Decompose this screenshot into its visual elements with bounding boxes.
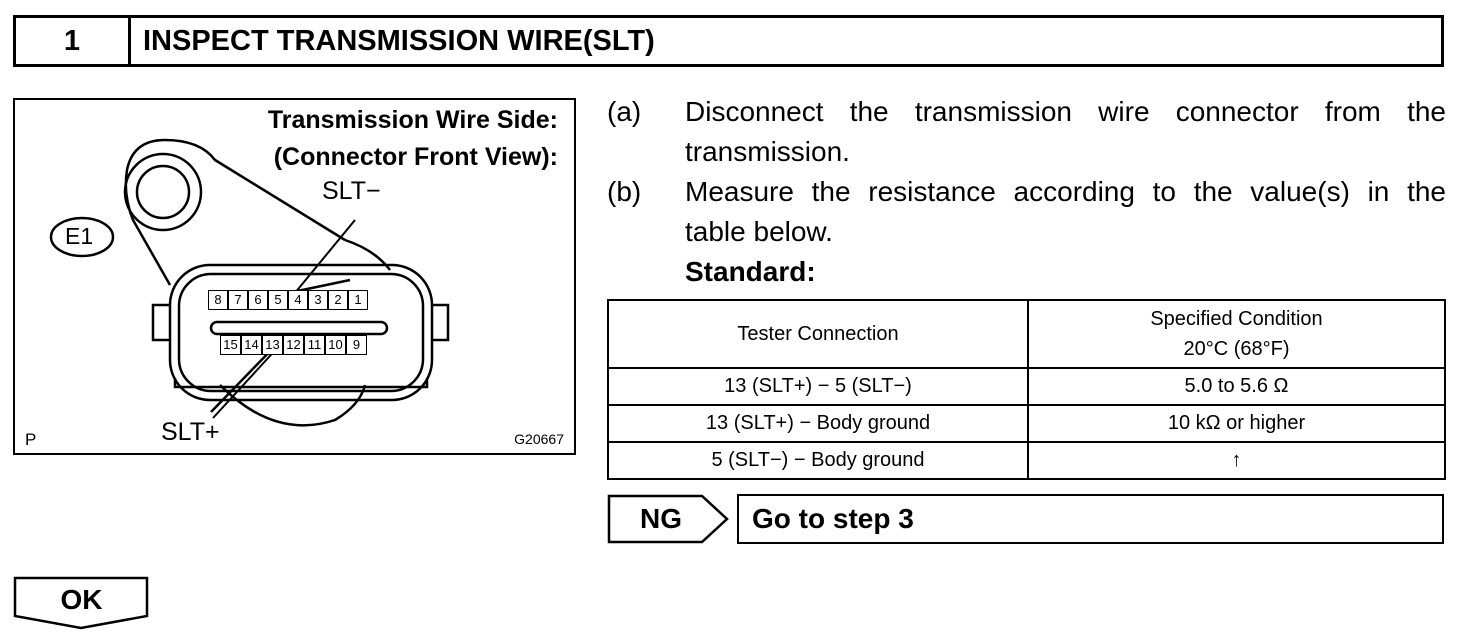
standard-label: Standard: xyxy=(685,256,816,287)
connector-pin: 15 xyxy=(220,335,241,355)
instruction-b-label: (b) xyxy=(607,176,642,207)
table-cell: 5 (SLT−) − Body ground xyxy=(607,441,1029,480)
instructions: (a) Disconnect the transmission wire con… xyxy=(607,92,1446,292)
connector-pin: 14 xyxy=(241,335,262,355)
connector-pin: 2 xyxy=(328,290,348,310)
connector-pin: 12 xyxy=(283,335,304,355)
connector-pin: 1 xyxy=(348,290,368,310)
table-row: 13 (SLT+) − 5 (SLT−) 5.0 to 5.6 Ω xyxy=(607,367,1446,406)
table-cell: 10 kΩ or higher xyxy=(1027,404,1446,443)
table-cell: 13 (SLT+) − 5 (SLT−) xyxy=(607,367,1029,406)
header-tester-connection: Tester Connection xyxy=(737,323,899,345)
connector-pin: 7 xyxy=(228,290,248,310)
connector-pin: 11 xyxy=(304,335,325,355)
ok-arrow-shape xyxy=(13,576,149,630)
connector-figure: Transmission Wire Side: (Connector Front… xyxy=(13,98,576,455)
table-row: 5 (SLT−) − Body ground ↑ xyxy=(607,441,1446,480)
ok-label: OK xyxy=(60,584,103,615)
connector-pin: 9 xyxy=(346,335,367,355)
slt-plus-leader xyxy=(212,344,281,419)
instruction-a-line1: Disconnect the transmission wire connect… xyxy=(685,96,1446,127)
table-row: 13 (SLT+) − Body ground 10 kΩ or higher xyxy=(607,404,1446,443)
connector-pin: 4 xyxy=(288,290,308,310)
instruction-a-label: (a) xyxy=(607,96,642,127)
header-temperature: 20°C (68°F) xyxy=(1183,338,1290,360)
connector-pin: 13 xyxy=(262,335,283,355)
table-cell: 13 (SLT+) − Body ground xyxy=(607,404,1029,443)
header-specified-condition: Specified Condition xyxy=(1150,308,1323,330)
connector-id-label: E1 xyxy=(65,223,94,249)
ng-action-text: Go to step 3 xyxy=(752,503,914,534)
ng-action-box: Go to step 3 xyxy=(737,494,1444,544)
ng-label: NG xyxy=(640,503,682,534)
connector-pin: 10 xyxy=(325,335,346,355)
table-header-cell: Specified Condition 20°C (68°F) xyxy=(1027,299,1446,369)
table-cell: ↑ xyxy=(1027,441,1446,480)
connector-pin: 3 xyxy=(308,290,328,310)
instruction-b-line1: Measure the resistance according to the … xyxy=(685,176,1446,207)
step-title: INSPECT TRANSMISSION WIRE(SLT) xyxy=(143,24,655,57)
table-header-row: Tester Connection Specified Condition 20… xyxy=(607,299,1446,369)
step-header: 1 INSPECT TRANSMISSION WIRE(SLT) xyxy=(13,15,1444,67)
figure-title-line2: (Connector Front View): xyxy=(273,143,558,171)
slt-minus-label: SLT− xyxy=(322,177,381,205)
table-header-cell: Tester Connection xyxy=(607,299,1029,369)
connector-drawing xyxy=(49,138,450,427)
connector-pin: 6 xyxy=(248,290,268,310)
table-cell: 5.0 to 5.6 Ω xyxy=(1027,367,1446,406)
ng-arrow-shape xyxy=(607,494,729,544)
slt-plus-label: SLT+ xyxy=(161,418,220,446)
connector-pin: 5 xyxy=(268,290,288,310)
instruction-a-line2: transmission. xyxy=(685,136,850,167)
figure-title-line1: Transmission Wire Side: xyxy=(267,106,558,134)
ok-arrow: OK xyxy=(13,576,150,632)
figure-code: G20667 xyxy=(514,431,564,447)
instruction-b-line2: table below. xyxy=(685,216,833,247)
figure-corner-p: P xyxy=(25,430,37,449)
resistance-table: Tester Connection Specified Condition 20… xyxy=(607,299,1446,480)
step-number: 1 xyxy=(16,18,131,64)
ng-arrow: NG xyxy=(607,494,737,544)
connector-pin: 8 xyxy=(208,290,228,310)
